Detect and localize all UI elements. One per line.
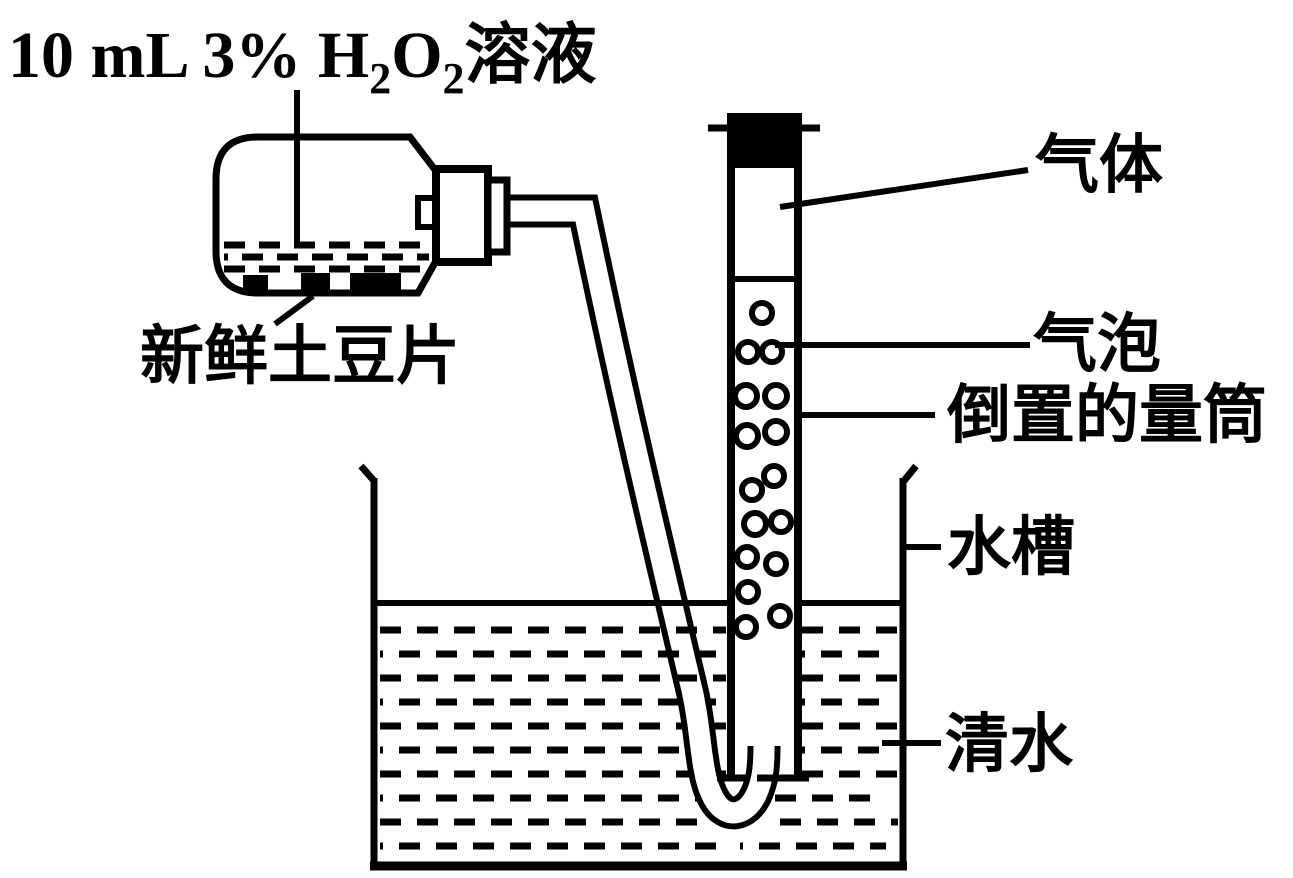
bubble bbox=[734, 544, 760, 570]
bubble bbox=[739, 477, 765, 503]
solution-label: 10 mL 3% H2O2溶液 bbox=[8, 19, 597, 103]
bottle-neck bbox=[432, 165, 492, 266]
bubble bbox=[749, 300, 775, 326]
trough-left-flare bbox=[358, 463, 378, 485]
bubble bbox=[762, 382, 790, 410]
bubble bbox=[768, 509, 794, 535]
gas-pointer-line bbox=[779, 167, 1029, 210]
solution-dashes bbox=[224, 241, 431, 273]
potato-slice bbox=[350, 273, 401, 293]
trough-label: 水槽 bbox=[947, 512, 1075, 583]
gas-label: 气体 bbox=[1035, 130, 1163, 201]
bubble bbox=[762, 418, 790, 446]
bubble bbox=[767, 603, 793, 629]
potato-pointer-line bbox=[273, 293, 315, 327]
bubble bbox=[732, 382, 760, 410]
reagent-bottle bbox=[212, 133, 511, 297]
bubble bbox=[761, 463, 787, 489]
potato-label: 新鲜土豆片 bbox=[140, 321, 460, 392]
cylinder-sealed-end bbox=[727, 113, 802, 168]
bottle-cap bbox=[484, 176, 511, 256]
bubble bbox=[733, 614, 759, 640]
water-label: 清水 bbox=[945, 709, 1074, 780]
bubbles-label: 气泡 bbox=[1033, 309, 1161, 380]
potato-slices bbox=[243, 273, 401, 293]
bubble bbox=[763, 551, 789, 577]
water-trough bbox=[358, 463, 919, 871]
water-dashes bbox=[380, 626, 898, 850]
potato-slice bbox=[301, 273, 330, 293]
pointer-lines bbox=[273, 90, 1030, 746]
bubble bbox=[735, 339, 761, 365]
bubbles bbox=[732, 300, 794, 640]
bubble bbox=[735, 579, 761, 605]
bubble bbox=[733, 422, 761, 450]
cylinder-label: 倒置的量筒 bbox=[946, 380, 1267, 451]
bubble bbox=[741, 510, 769, 538]
potato-slice bbox=[243, 275, 268, 293]
trough-right-flare bbox=[900, 463, 919, 485]
measuring-cylinder bbox=[708, 113, 820, 782]
